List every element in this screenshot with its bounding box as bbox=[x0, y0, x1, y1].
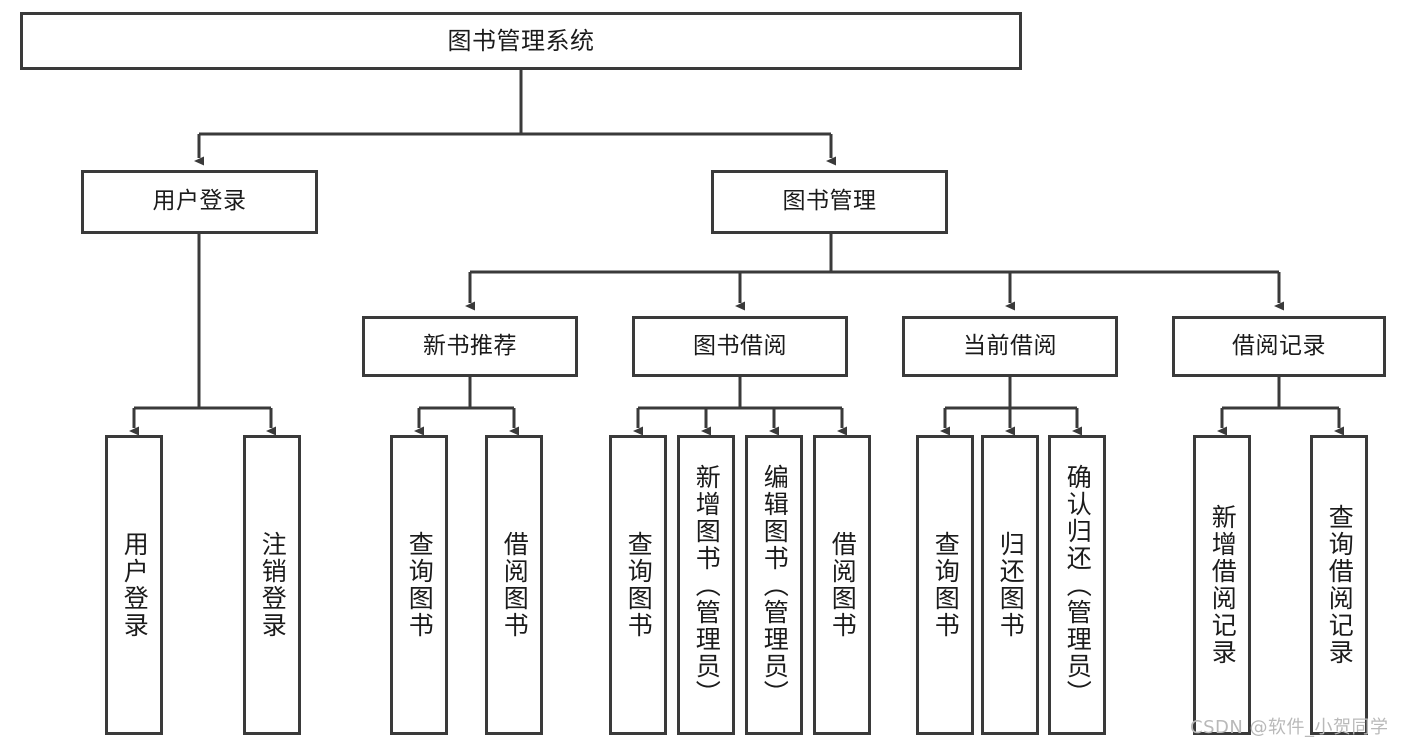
node-label: 借阅图书 bbox=[828, 531, 858, 639]
node-label: 归还图书 bbox=[996, 531, 1026, 639]
node-leaf-query-borrow-record[interactable]: 查询借阅记录 bbox=[1310, 435, 1368, 735]
node-label: 编辑图书（管理员） bbox=[760, 463, 790, 707]
node-label: 注销登录 bbox=[258, 531, 288, 639]
node-label: 用户登录 bbox=[120, 531, 150, 639]
node-leaf-query-book-borrow[interactable]: 查询图书 bbox=[609, 435, 667, 735]
node-label: 新书推荐 bbox=[423, 332, 517, 359]
node-leaf-user-login[interactable]: 用户登录 bbox=[105, 435, 163, 735]
node-label: 查询图书 bbox=[624, 531, 654, 639]
node-label: 图书管理系统 bbox=[447, 26, 595, 55]
node-leaf-borrow-book-recommend[interactable]: 借阅图书 bbox=[485, 435, 543, 735]
node-label: 用户登录 bbox=[152, 188, 247, 215]
node-book-management[interactable]: 图书管理 bbox=[711, 170, 948, 234]
node-label: 新增图书（管理员） bbox=[692, 463, 722, 707]
node-book-borrow[interactable]: 图书借阅 bbox=[632, 316, 848, 377]
node-leaf-logout[interactable]: 注销登录 bbox=[243, 435, 301, 735]
node-leaf-return-book[interactable]: 归还图书 bbox=[981, 435, 1039, 735]
node-root-system[interactable]: 图书管理系统 bbox=[20, 12, 1022, 70]
node-leaf-query-book-current[interactable]: 查询图书 bbox=[916, 435, 974, 735]
node-label: 借阅记录 bbox=[1232, 332, 1326, 359]
node-label: 当前借阅 bbox=[963, 332, 1057, 359]
node-label: 确认归还（管理员） bbox=[1063, 463, 1093, 707]
node-label: 图书管理 bbox=[782, 188, 877, 215]
node-label: 借阅图书 bbox=[500, 531, 530, 639]
node-new-book-recommend[interactable]: 新书推荐 bbox=[362, 316, 578, 377]
node-leaf-confirm-return-admin[interactable]: 确认归还（管理员） bbox=[1048, 435, 1106, 735]
node-label: 图书借阅 bbox=[693, 332, 787, 359]
node-leaf-query-book-recommend[interactable]: 查询图书 bbox=[390, 435, 448, 735]
node-label: 新增借阅记录 bbox=[1208, 504, 1238, 666]
csdn-watermark: CSDN @软件_小贺同学 bbox=[1190, 717, 1389, 738]
node-label: 查询图书 bbox=[931, 531, 961, 639]
node-leaf-edit-book-admin[interactable]: 编辑图书（管理员） bbox=[745, 435, 803, 735]
node-current-borrow[interactable]: 当前借阅 bbox=[902, 316, 1118, 377]
node-label: 查询图书 bbox=[405, 531, 435, 639]
node-label: 查询借阅记录 bbox=[1325, 504, 1355, 666]
node-leaf-add-book-admin[interactable]: 新增图书（管理员） bbox=[677, 435, 735, 735]
node-leaf-add-borrow-record[interactable]: 新增借阅记录 bbox=[1193, 435, 1251, 735]
node-borrow-record[interactable]: 借阅记录 bbox=[1172, 316, 1386, 377]
node-user-login[interactable]: 用户登录 bbox=[81, 170, 318, 234]
node-leaf-borrow-book[interactable]: 借阅图书 bbox=[813, 435, 871, 735]
